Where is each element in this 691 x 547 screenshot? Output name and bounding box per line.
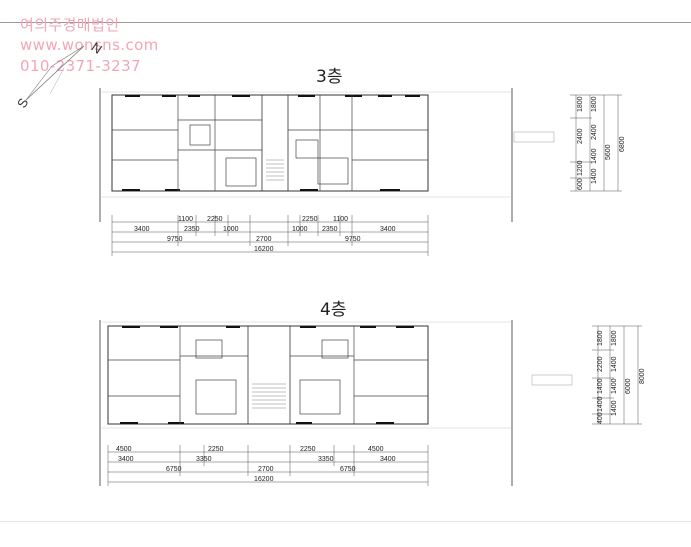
floor-4-dim-right-outer-4: 1400 (611, 400, 618, 416)
floor-4-dim-mid-4: 3400 (380, 456, 396, 463)
floor-3-dim-right-other-2: 6800 (619, 136, 626, 152)
compass-icon: N S (12, 38, 105, 122)
floor-4-dim-total: 16200 (254, 476, 274, 483)
floor-3-dim-mid-1: 3400 (134, 226, 150, 233)
floor-3-dim-right-outer-1: 1800 (591, 96, 598, 112)
floor-4-dim-top-2: 2250 (208, 446, 224, 453)
floor-3-dim-bottom-3: 9750 (345, 236, 361, 243)
floor-4-dim-right-outer-2: 1400 (611, 356, 618, 372)
floor-3-dim-mid-2: 2350 (184, 226, 200, 233)
floor-4-dim-right-inner-3: 1400 (597, 378, 604, 394)
watermark-phone: 010-2371-3237 (20, 57, 142, 75)
floor-4-dim-right-inner-1: 1800 (597, 330, 604, 346)
floor-3-dim-total: 16200 (254, 246, 274, 253)
floor-3-dim-right-inner-1: 1800 (577, 96, 584, 112)
floor-4-dim-mid-2: 3350 (196, 456, 212, 463)
floor-4-dim-top-1: 4500 (116, 446, 132, 453)
floor-4-title: 4층 (320, 300, 347, 320)
floor-3-dim-top-3: 2250 (302, 216, 318, 223)
top-divider (0, 22, 691, 23)
floor-4-dim-top-3: 2250 (300, 446, 316, 453)
floor-3-dim-right-outer-4: 1400 (591, 168, 598, 184)
floor-3-dim-right-inner-2: 2400 (577, 128, 584, 144)
floor-3-dim-bottom-1: 9750 (167, 236, 183, 243)
watermark-company: 여의주경매법인 (20, 16, 120, 34)
floor-4-dim-right-other-2: 8000 (639, 368, 646, 384)
watermark-website: www.wonsns.com (20, 36, 159, 54)
floor-3-dim-top-1: 1100 (178, 216, 193, 223)
floor-4-dim-top-4: 4500 (368, 446, 384, 453)
floor-3-dim-mid-5: 2350 (322, 226, 338, 233)
floor-4-dim-mid-1: 3400 (118, 456, 134, 463)
floor-3-dim-mid-6: 3400 (380, 226, 396, 233)
floor-4-dim-right-outer-1: 1800 (611, 330, 618, 346)
floor-4-dim-bottom-2: 2700 (258, 466, 274, 473)
floor-3-dim-mid-4: 1000 (292, 226, 308, 233)
floor-3-dim-right-outer-3: 1400 (591, 148, 598, 164)
floor-4-dim-right-inner-4: 1400 (597, 396, 604, 412)
floor-4-dim-mid-3: 3350 (318, 456, 334, 463)
floor-3-dim-top-2: 2250 (207, 216, 223, 223)
floor-4-dim-right-other-1: 6000 (625, 378, 632, 394)
floor-3-dim-top-4: 1100 (333, 216, 348, 223)
floor-4-dim-right-inner-2: 2200 (597, 356, 604, 372)
floor-3-dim-bottom-2: 2700 (256, 236, 272, 243)
floor-3-dim-mid-3: 1000 (223, 226, 239, 233)
floor-4-dim-bottom-1: 6750 (166, 466, 182, 473)
floor-3-dim-right-inner-3: 1200 (577, 160, 584, 176)
floor-4-dim-bottom-3: 6750 (340, 466, 356, 473)
floor-3-title: 3층 (316, 67, 343, 87)
floor-3-dim-right-inner-4: 600 (577, 178, 584, 190)
floor-3-dim-right-other-1: 5600 (605, 144, 612, 160)
bottom-divider (0, 521, 691, 522)
floor-3-dim-right-outer-2: 2400 (591, 124, 598, 140)
floor-4-dim-right-inner-5: 400 (597, 412, 604, 424)
floor-4-dim-right-outer-3: 1400 (611, 378, 618, 394)
